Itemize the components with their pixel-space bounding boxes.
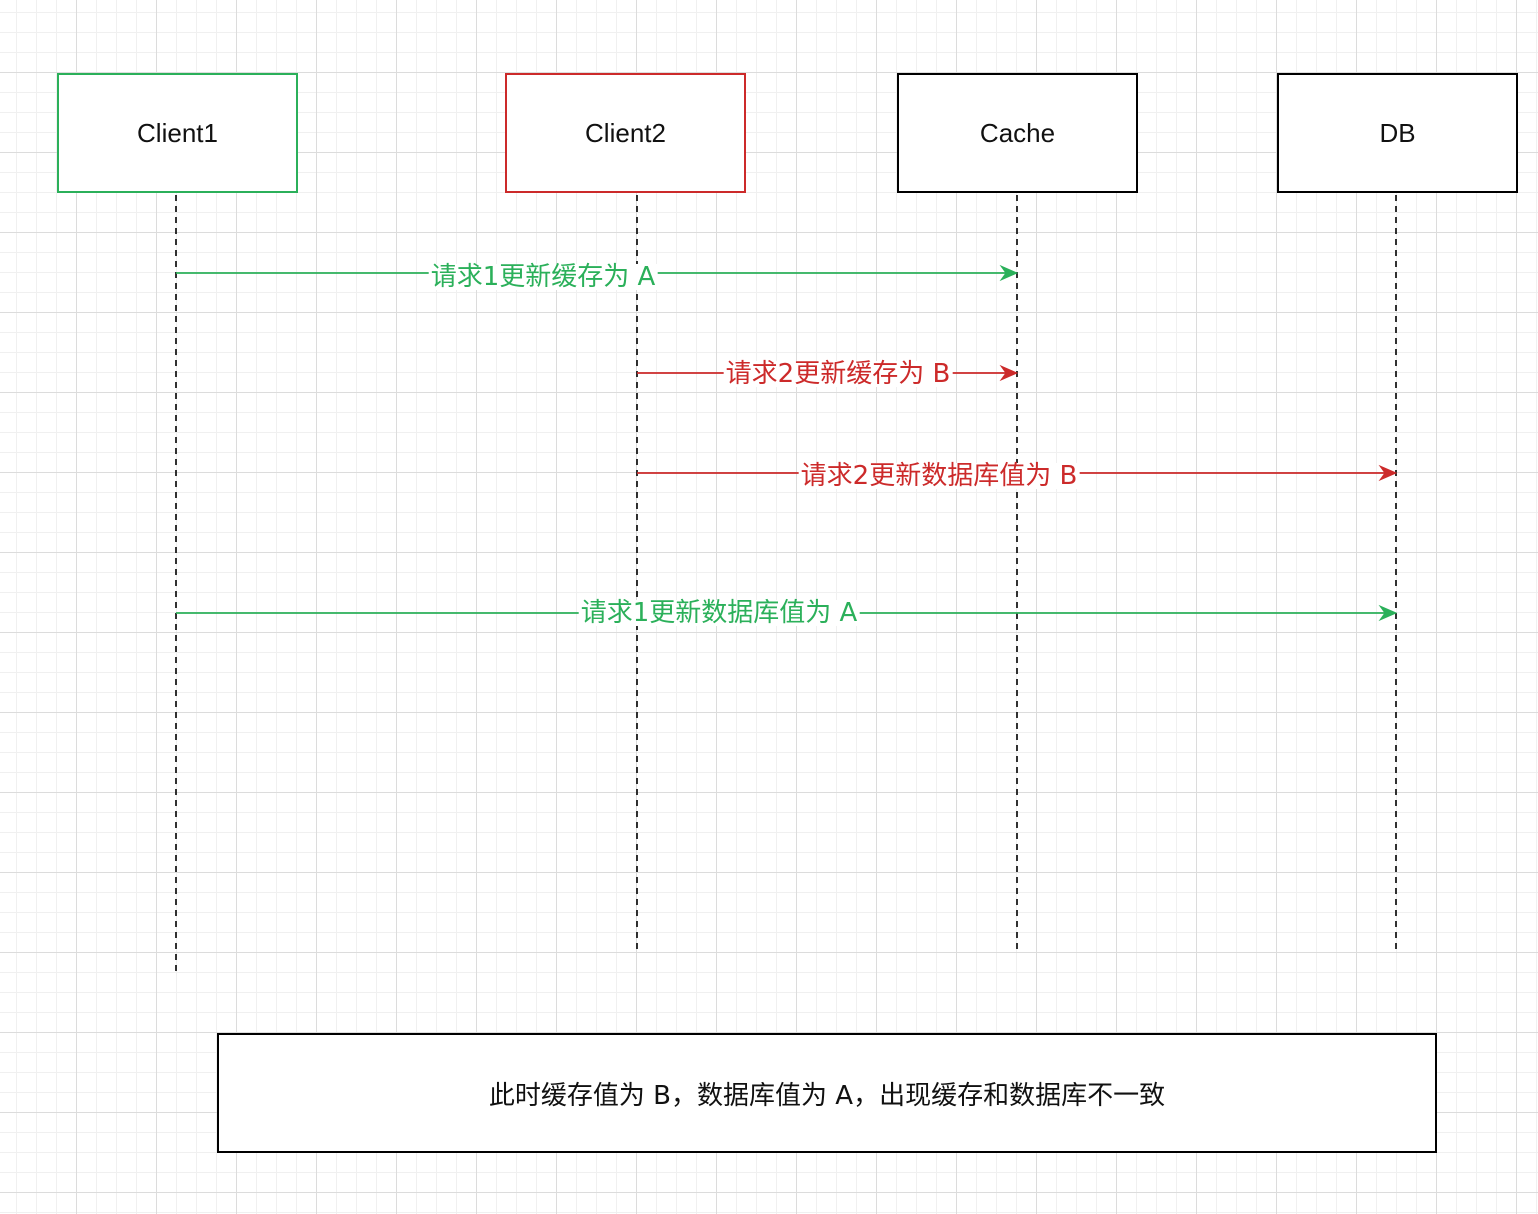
note-text: 此时缓存值为 B，数据库值为 A，出现缓存和数据库不一致 — [488, 1080, 1166, 1111]
participant-client2: Client2 — [505, 73, 746, 193]
participant-label: DB — [1379, 117, 1416, 148]
participant-label: Client2 — [585, 117, 666, 148]
participant-label: Cache — [979, 117, 1056, 148]
participant-label: Client1 — [137, 117, 218, 148]
message-label-4: 请求1更新数据库值为 A — [578, 598, 860, 628]
message-label-1: 请求1更新缓存为 A — [428, 262, 658, 292]
participant-client1: Client1 — [57, 73, 298, 193]
message-label-2: 请求2更新缓存为 B — [723, 359, 953, 389]
arrowhead-4 — [1378, 604, 1398, 622]
conclusion-note: 此时缓存值为 B，数据库值为 A，出现缓存和数据库不一致 — [217, 1033, 1437, 1153]
arrowhead-1 — [999, 264, 1019, 282]
arrowhead-2 — [999, 364, 1019, 382]
participant-cache: Cache — [897, 73, 1138, 193]
arrowhead-3 — [1378, 464, 1398, 482]
participant-db: DB — [1277, 73, 1518, 193]
message-label-3: 请求2更新数据库值为 B — [798, 461, 1080, 491]
